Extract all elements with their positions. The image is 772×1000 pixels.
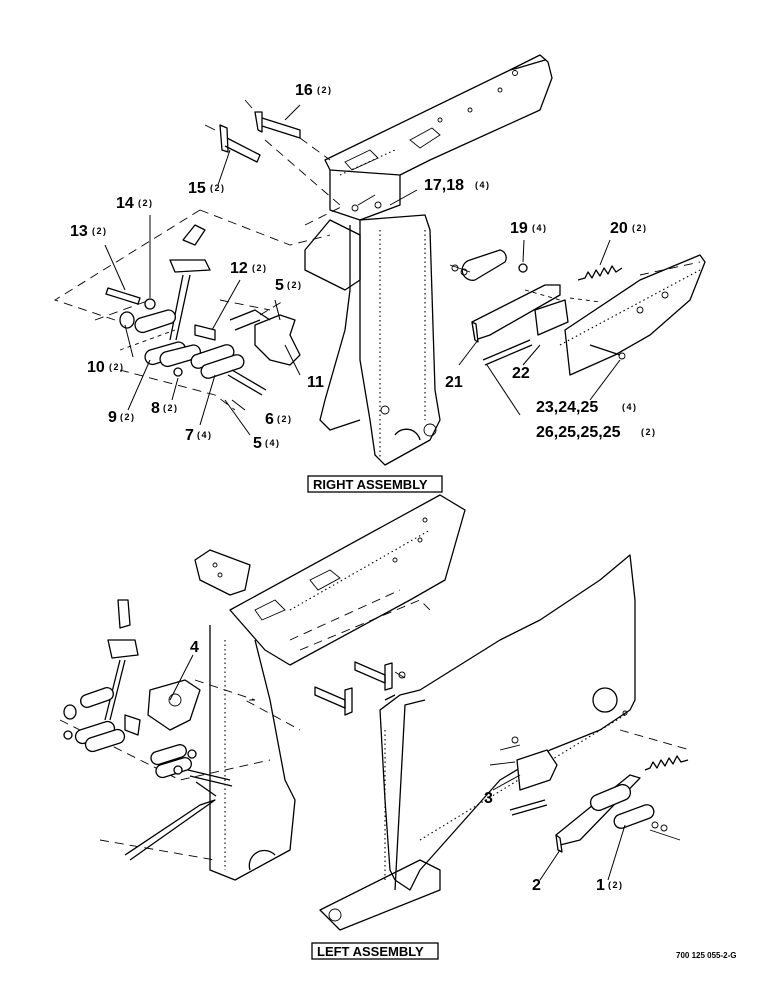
- callout-5-lower: 5: [253, 435, 262, 452]
- callout-23-24-25-qty: (4): [622, 402, 638, 412]
- callout-20: 20: [610, 220, 628, 237]
- callout-26-25-25-25-qty: (2): [641, 427, 657, 437]
- callout-22: 22: [512, 365, 530, 382]
- document-number: 700 125 055-2-G: [676, 951, 737, 960]
- left-assembly-title: LEFT ASSEMBLY: [317, 944, 424, 959]
- callout-17-18: 17,18: [424, 177, 464, 194]
- callout-21: 21: [445, 374, 463, 391]
- callout-23-24-25: 23,24,25: [536, 399, 598, 416]
- callout-20-qty: (2): [632, 223, 648, 233]
- callout-5-upper: 5: [275, 277, 284, 294]
- callout-1: 1: [596, 877, 605, 894]
- callout-6-qty: (2): [277, 414, 293, 424]
- callout-7: 7: [185, 427, 194, 444]
- callout-9: 9: [108, 409, 117, 426]
- right-assembly-drawing: [53, 54, 706, 466]
- callout-5-upper-qty: (2): [287, 280, 303, 290]
- right-assembly-title: RIGHT ASSEMBLY: [313, 477, 428, 492]
- callout-14: 14: [116, 195, 134, 212]
- callout-19-qty: (4): [532, 223, 548, 233]
- callout-4: 4: [190, 639, 199, 656]
- callout-13-qty: (2): [92, 226, 108, 236]
- callout-6: 6: [265, 411, 274, 428]
- callout-11: 11: [307, 374, 324, 391]
- callout-14-qty: (2): [138, 198, 154, 208]
- left-assembly-drawing: [59, 494, 691, 931]
- callout-15-qty: (2): [210, 183, 226, 193]
- callout-17-18-qty: (4): [475, 180, 491, 190]
- callout-19: 19: [510, 220, 528, 237]
- callout-8-qty: (2): [163, 403, 179, 413]
- callout-15: 15: [188, 180, 206, 197]
- callout-5-lower-qty: (4): [265, 438, 281, 448]
- callout-26-25-25-25: 26,25,25,25: [536, 424, 621, 441]
- callout-1-qty: (2): [608, 880, 624, 890]
- callout-10-qty: (2): [109, 362, 125, 372]
- callout-13: 13: [70, 223, 88, 240]
- callout-3: 3: [484, 790, 493, 807]
- callout-7-qty: (4): [197, 430, 213, 440]
- right-assembly-title-box: RIGHT ASSEMBLY: [307, 475, 443, 493]
- callout-16-qty: (2): [317, 85, 333, 95]
- callout-labels: 16 (2) 15 (2) 17,18 (4) 14 (2) 13 (2) 19…: [70, 82, 657, 894]
- callout-10: 10: [87, 359, 105, 376]
- callout-8: 8: [151, 400, 160, 417]
- callout-16: 16: [295, 82, 313, 99]
- left-assembly-title-box: LEFT ASSEMBLY: [311, 942, 439, 960]
- callout-leaders: [104, 104, 626, 881]
- callout-12: 12: [230, 260, 248, 277]
- callout-12-qty: (2): [252, 263, 268, 273]
- callout-9-qty: (2): [120, 412, 136, 422]
- callout-2: 2: [532, 877, 541, 894]
